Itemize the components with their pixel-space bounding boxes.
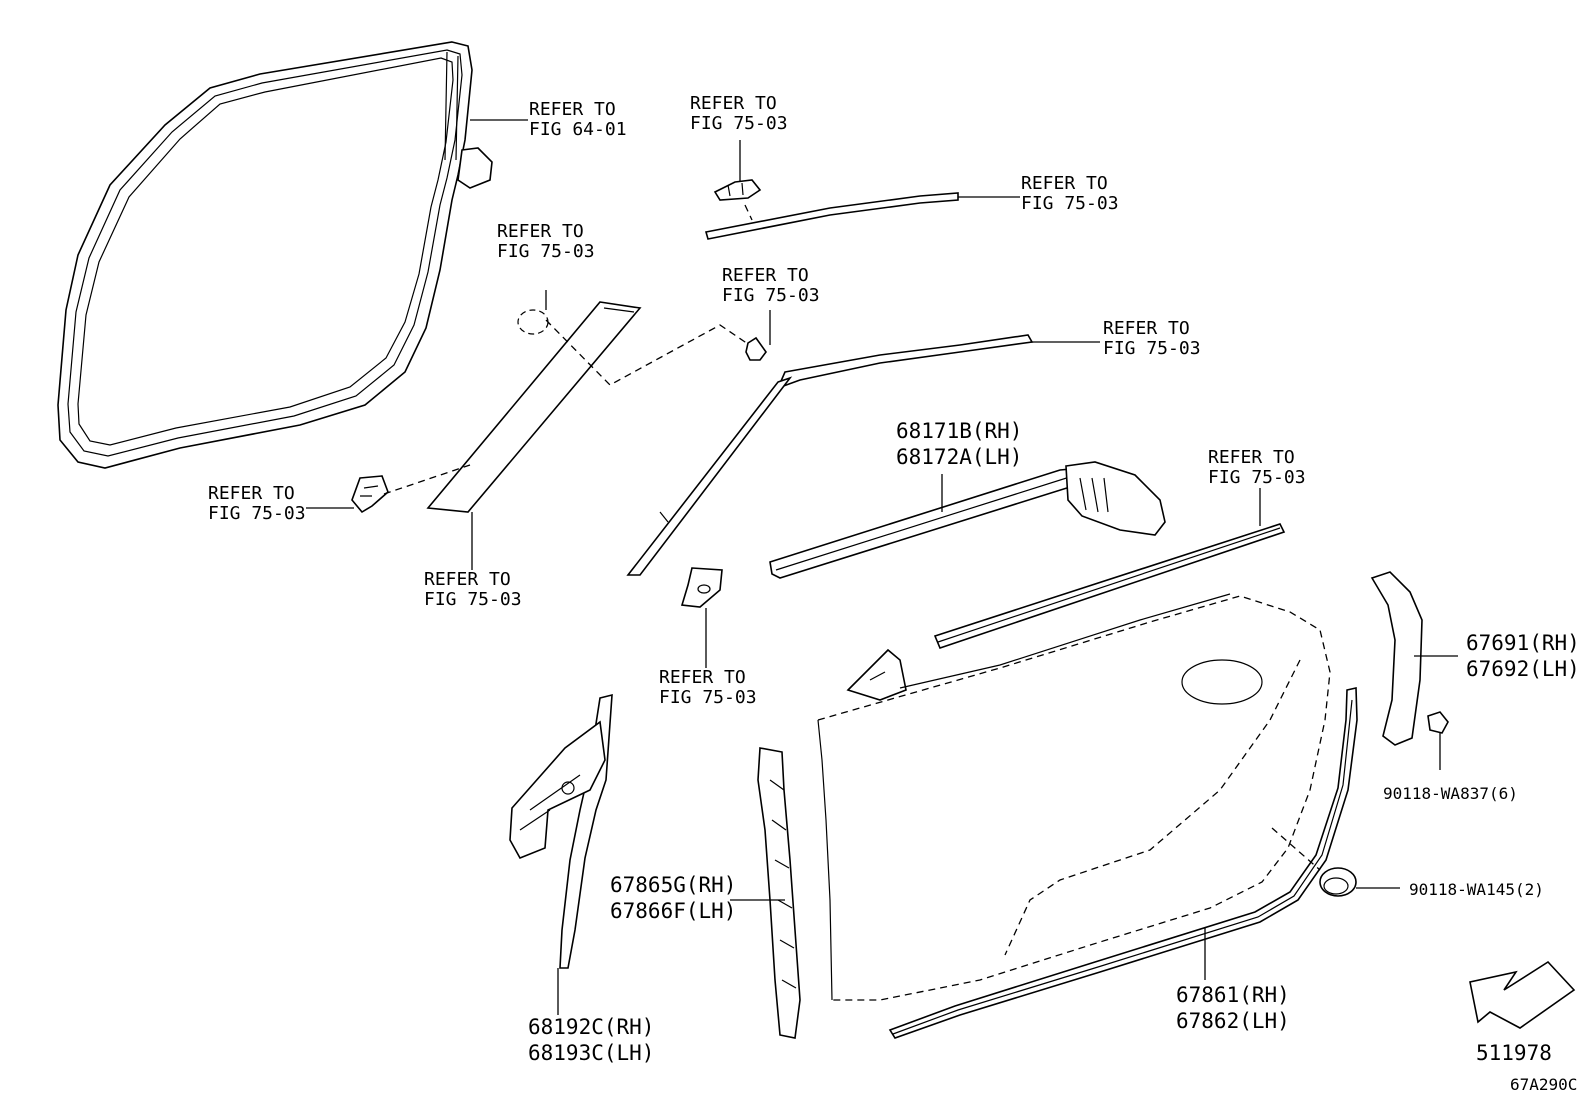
- label-line: 67691(RH): [1466, 631, 1580, 655]
- footer-code: 67A290C: [1510, 1075, 1578, 1094]
- label-line: FIG 75-03: [722, 285, 820, 306]
- label-line: REFER TO: [1103, 318, 1190, 339]
- upper-frame-moulding: [704, 192, 959, 240]
- label-part-68171: 68171B(RH)68172A(LH): [896, 418, 1022, 470]
- pillar-garnish: [426, 301, 642, 513]
- label-line: 68171B(RH): [896, 419, 1023, 443]
- label-line: FIG 75-03: [497, 241, 595, 262]
- label-line: 67866F(LH): [610, 899, 737, 923]
- label-line: 67862(LH): [1176, 1009, 1290, 1033]
- label-line: FIG 75-03: [690, 113, 788, 134]
- label-line: FIG 75-03: [424, 589, 522, 610]
- label-line: REFER TO: [722, 265, 809, 286]
- footer-number: 511978: [1476, 1041, 1552, 1065]
- roof-side-moulding: [626, 334, 1034, 576]
- label-line: FIG 75-03: [659, 687, 757, 708]
- label-line: 67861(RH): [1176, 983, 1290, 1007]
- label-line: FIG 75-03: [1103, 338, 1201, 359]
- door-weatherstrip: [888, 687, 1358, 1039]
- clip-wa837: [1427, 711, 1449, 734]
- hole-plug: [517, 309, 549, 335]
- bracket: [680, 567, 723, 608]
- screw: [745, 336, 767, 361]
- label-line: REFER TO: [424, 569, 511, 590]
- label-line: 68192C(RH): [528, 1015, 655, 1039]
- plug-wa145: [1319, 867, 1357, 897]
- label-part-67865: 67865G(RH)67866F(LH): [610, 872, 736, 924]
- label-line: FIG 75-03: [208, 503, 306, 524]
- label-line: 67865G(RH): [610, 873, 737, 897]
- label-line: 68172A(LH): [896, 445, 1023, 469]
- connector-lines: [383, 204, 1321, 871]
- label-line: 67692(LH): [1466, 657, 1580, 681]
- door-panel: [817, 593, 1331, 1001]
- leader-lines: [306, 119, 1458, 1015]
- label-line: REFER TO: [690, 93, 777, 114]
- left-clip: [351, 475, 389, 514]
- quarter-garnish: [1370, 571, 1423, 746]
- top-clip: [713, 179, 762, 201]
- pillar-seal: [757, 747, 801, 1039]
- label-line: REFER TO: [659, 667, 746, 688]
- outer-belt-weatherstrip: [769, 461, 1166, 579]
- belt-moulding: [933, 523, 1286, 649]
- door-opening-weatherstrip: [57, 41, 493, 469]
- label-line: REFER TO: [529, 99, 616, 120]
- corner-piece: [509, 693, 613, 969]
- direction-arrow-icon: [1469, 960, 1576, 1029]
- label-part-68192: 68192C(RH)68193C(LH): [528, 1014, 654, 1066]
- label-part-67691: 67691(RH)67692(LH): [1466, 630, 1580, 682]
- label-line: REFER TO: [497, 221, 584, 242]
- label-line: FIG 75-03: [1021, 193, 1119, 214]
- label-line: REFER TO: [1021, 173, 1108, 194]
- label-line: FIG 75-03: [1208, 467, 1306, 488]
- label-line: REFER TO: [208, 483, 295, 504]
- label-part-90118-wa837: 90118-WA837(6): [1383, 784, 1518, 803]
- label-part-90118-wa145: 90118-WA145(2): [1409, 880, 1544, 899]
- label-line: FIG 64-01: [529, 119, 627, 140]
- label-line: REFER TO: [1208, 447, 1295, 468]
- label-line: 68193C(LH): [528, 1041, 655, 1065]
- label-part-67861: 67861(RH)67862(LH): [1176, 982, 1290, 1034]
